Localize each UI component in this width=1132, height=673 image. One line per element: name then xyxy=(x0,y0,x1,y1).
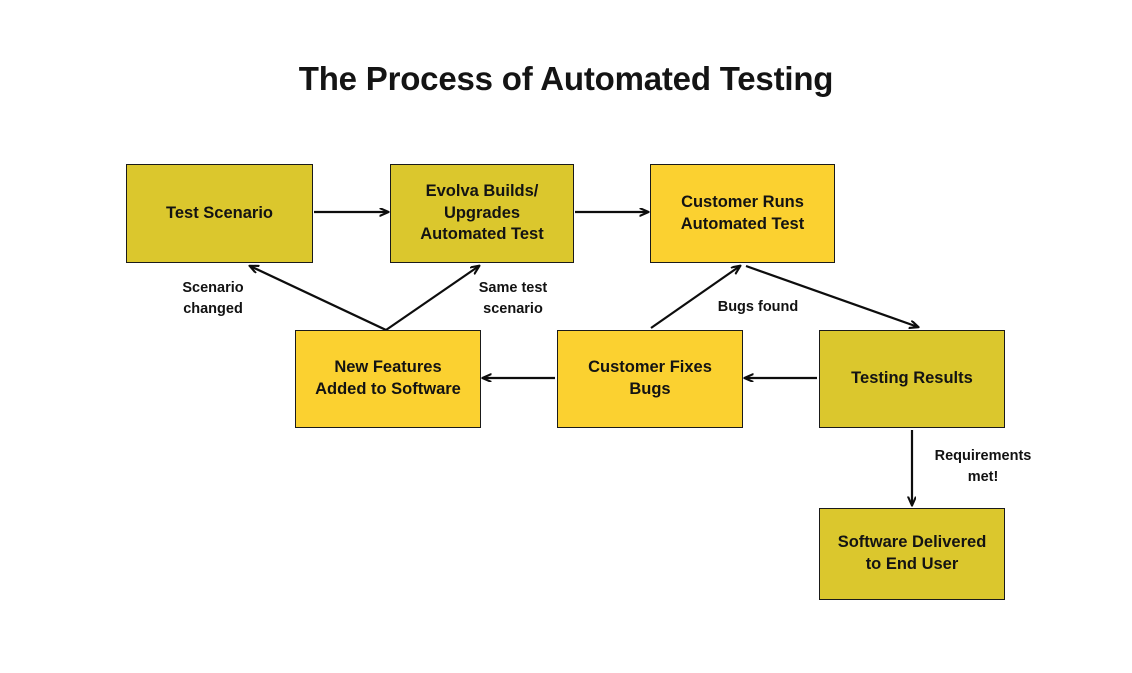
node-customer-fixes-bugs[interactable]: Customer Fixes Bugs xyxy=(557,330,743,428)
node-testing-results[interactable]: Testing Results xyxy=(819,330,1005,428)
node-test-scenario[interactable]: Test Scenario xyxy=(126,164,313,263)
node-software-delivered[interactable]: Software Delivered to End User xyxy=(819,508,1005,600)
node-customer-runs-automated-test[interactable]: Customer Runs Automated Test xyxy=(650,164,835,263)
node-new-features-added[interactable]: New Features Added to Software xyxy=(295,330,481,428)
node-label: Testing Results xyxy=(851,369,973,388)
edge-label-bugs-found: Bugs found xyxy=(717,299,799,315)
edge-new-features-to-test-scenario xyxy=(250,266,387,331)
node-label: Evolva Builds/ Upgrades Automated Test xyxy=(420,181,544,244)
node-label: New Features Added to Software xyxy=(315,358,461,398)
node-evolva-builds[interactable]: Evolva Builds/ Upgrades Automated Test xyxy=(390,164,574,263)
edge-label-requirements-met: Requirements met! xyxy=(934,448,1032,485)
node-label: Customer Runs Automated Test xyxy=(680,192,805,233)
node-label: Software Delivered to End User xyxy=(837,533,987,573)
node-label: Customer Fixes Bugs xyxy=(588,358,712,398)
node-label: Test Scenario xyxy=(166,203,273,222)
edge-label-same-test-scenario: Same test scenario xyxy=(478,280,548,317)
page-title: The Process of Automated Testing xyxy=(298,60,834,97)
edge-label-scenario-changed: Scenario changed xyxy=(182,280,244,317)
